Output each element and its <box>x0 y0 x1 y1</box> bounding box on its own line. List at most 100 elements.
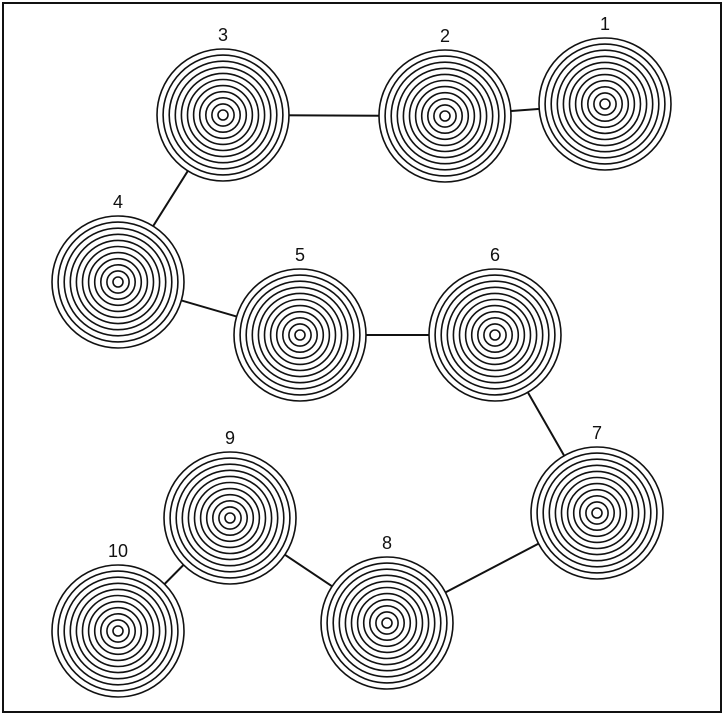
concentric-ring <box>458 298 532 372</box>
concentric-ring <box>87 251 149 313</box>
concentric-ring <box>426 98 463 135</box>
concentric-ring <box>578 494 615 531</box>
concentric-ring <box>251 286 349 384</box>
node-5: 5 <box>233 245 367 402</box>
node-background <box>531 447 663 579</box>
concentric-ring <box>586 86 623 123</box>
concentric-ring <box>224 512 236 524</box>
concentric-ring <box>536 452 658 574</box>
concentric-ring <box>350 586 424 660</box>
concentric-ring <box>402 73 488 159</box>
concentric-ring <box>483 323 507 347</box>
concentric-ring <box>530 446 664 580</box>
node-background <box>429 269 561 401</box>
concentric-ring <box>57 570 179 692</box>
concentric-ring <box>269 304 331 366</box>
concentric-ring <box>245 280 355 390</box>
concentric-ring <box>205 97 242 134</box>
node-background <box>157 49 289 181</box>
node-background <box>164 452 296 584</box>
concentric-ring <box>212 499 249 536</box>
concentric-ring <box>294 329 306 341</box>
concentric-ring <box>568 67 642 141</box>
concentric-ring <box>566 482 628 544</box>
concentric-ring <box>408 79 482 153</box>
node-2: 2 <box>378 26 512 183</box>
concentric-ring <box>390 61 500 171</box>
node-background <box>52 216 184 348</box>
node-label: 6 <box>490 245 500 265</box>
node-label: 1 <box>600 14 610 34</box>
concentric-ring <box>233 268 367 402</box>
concentric-ring <box>51 215 185 349</box>
concentric-ring <box>180 72 266 158</box>
concentric-ring <box>257 292 343 378</box>
concentric-ring <box>112 276 124 288</box>
concentric-ring <box>175 463 285 573</box>
concentric-ring <box>452 292 538 378</box>
concentric-ring <box>217 109 229 121</box>
node-8: 8 <box>320 533 454 690</box>
node-label: 8 <box>382 533 392 553</box>
concentric-ring <box>199 487 261 549</box>
concentric-ring <box>163 451 297 585</box>
concentric-ring <box>434 274 556 396</box>
concentric-ring <box>205 493 255 543</box>
node-4: 4 <box>51 192 185 349</box>
concentric-ring <box>69 582 167 680</box>
node-label: 4 <box>113 192 123 212</box>
concentric-ring <box>356 592 418 654</box>
concentric-ring <box>81 594 155 668</box>
node-label: 9 <box>225 428 235 448</box>
concentric-ring <box>550 49 660 159</box>
concentric-ring <box>275 310 325 360</box>
concentric-ring <box>51 564 185 698</box>
node-background <box>321 557 453 689</box>
concentric-ring <box>63 227 173 337</box>
concentric-ring <box>446 286 544 384</box>
concentric-ring <box>489 329 501 341</box>
concentric-ring <box>562 61 648 147</box>
concentric-ring <box>57 221 179 343</box>
node-background <box>234 269 366 401</box>
concentric-ring <box>162 54 284 176</box>
concentric-ring <box>439 110 451 122</box>
node-label: 10 <box>108 541 128 561</box>
concentric-ring <box>542 458 652 568</box>
concentric-ring <box>556 55 654 153</box>
concentric-ring <box>281 316 318 353</box>
concentric-ring <box>464 304 526 366</box>
concentric-ring <box>338 574 436 672</box>
concentric-ring <box>186 78 260 152</box>
concentric-ring <box>263 298 337 372</box>
concentric-ring <box>169 457 291 579</box>
concentric-ring <box>574 73 636 135</box>
concentric-ring <box>414 85 476 147</box>
concentric-ring <box>93 606 143 656</box>
concentric-ring <box>218 506 242 530</box>
concentric-ring <box>87 600 149 662</box>
concentric-ring <box>100 263 137 300</box>
concentric-ring <box>288 323 312 347</box>
concentric-ring <box>378 49 512 183</box>
concentric-ring <box>81 245 155 319</box>
concentric-ring <box>396 67 494 165</box>
concentric-ring <box>100 612 137 649</box>
concentric-ring <box>106 270 130 294</box>
concentric-ring <box>174 66 272 164</box>
concentric-ring <box>362 598 412 648</box>
concentric-ring <box>585 501 609 525</box>
node-label: 2 <box>440 26 450 46</box>
node-label: 7 <box>592 423 602 443</box>
concentric-ring <box>344 580 430 666</box>
concentric-ring <box>75 239 161 325</box>
concentric-ring <box>599 98 611 110</box>
concentric-ring <box>112 625 124 637</box>
concentric-ring <box>69 233 167 331</box>
concentric-ring <box>106 619 130 643</box>
concentric-ring <box>75 588 161 674</box>
node-9: 9 <box>163 428 297 585</box>
